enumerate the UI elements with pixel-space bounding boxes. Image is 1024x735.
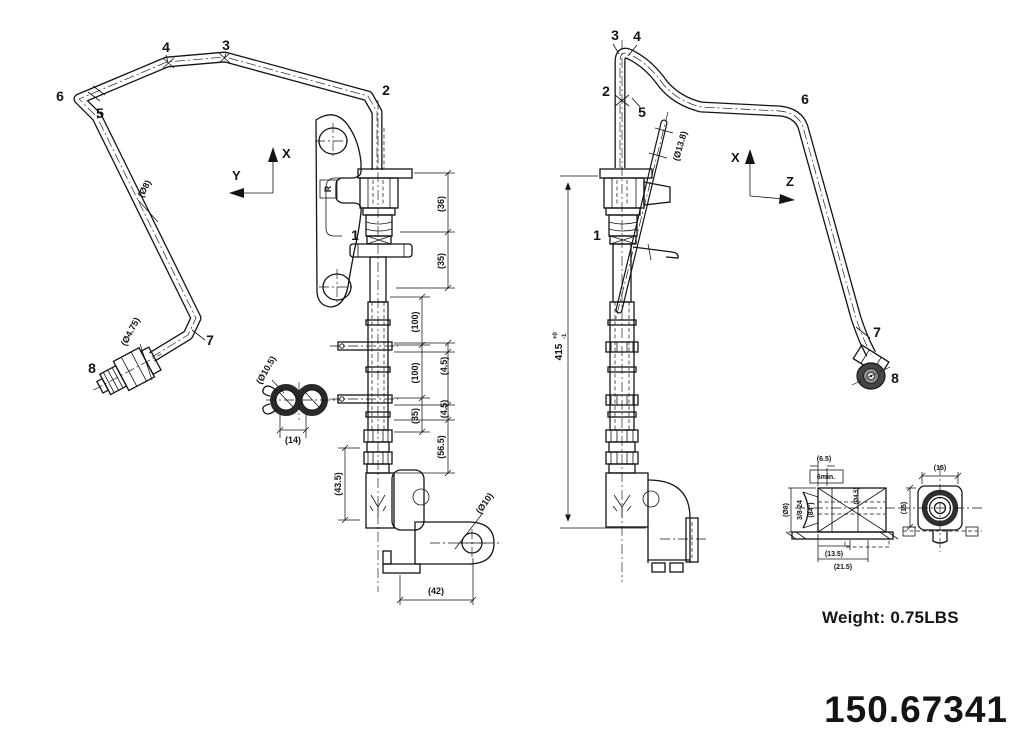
dim-dia8: (Ø8)	[783, 503, 790, 517]
callout-8: 8	[88, 360, 96, 376]
detail-end-view: (15) (15)	[900, 465, 982, 552]
dim-15w: (15)	[934, 465, 946, 472]
bend-mark-3	[218, 52, 231, 64]
callout-5: 5	[96, 105, 104, 121]
dim-bracket-hole: (Ø10)	[474, 491, 495, 516]
orientation-box	[319, 179, 338, 199]
clip-detail: (Ø10.5) (14)	[254, 354, 340, 445]
right-hose-assembly	[599, 40, 706, 582]
weight-label: Weight: 0.75LBS	[822, 608, 959, 627]
dim-tube-dia-ticks	[137, 199, 159, 223]
dim-end-dia-leader	[139, 343, 153, 381]
dim-45-upper: (4.5)	[439, 357, 449, 376]
dim-tube-dia: (Ø8)	[136, 178, 153, 199]
right-axis-z-label: Z	[786, 174, 794, 189]
bend-mark-7r	[855, 326, 871, 339]
dim-100-lower: (100)	[410, 362, 420, 383]
callout-7r: 7	[873, 324, 881, 340]
callout-1r: 1	[593, 227, 601, 243]
dim-clip-dia: (Ø10.5)	[254, 354, 278, 385]
dim-angle: (84°)	[807, 502, 815, 517]
callout-7: 7	[206, 332, 214, 348]
callout-3: 3	[222, 37, 230, 53]
dim-bore: (Ø4.5)	[854, 487, 860, 504]
callout-4: 4	[162, 39, 170, 55]
left-axis-x-label: X	[282, 146, 291, 161]
left-bottom-bracket: (Ø10)	[382, 469, 500, 574]
right-strut: (Ø13.8)	[614, 111, 689, 323]
dim-6min: 6min.	[817, 474, 835, 481]
dim-15h: (15)	[901, 502, 908, 514]
dim-65: (6.5)	[817, 456, 831, 463]
callout-4r: 4	[633, 28, 641, 44]
left-axis-triad: X Y	[229, 146, 291, 198]
bend-mark-5	[87, 85, 106, 102]
callout-2: 2	[382, 82, 390, 98]
callout-6r: 6	[801, 91, 809, 107]
dim-565: (56.5)	[436, 435, 446, 459]
right-tube	[614, 47, 876, 357]
callout-6: 6	[56, 88, 64, 104]
dim-135: (13.5)	[825, 551, 843, 558]
dim-36: (36)	[436, 196, 446, 212]
dim-bracket-hole-leader	[454, 513, 483, 550]
detail-fitting-view: (6.5) 6min. (Ø8) 3/8-24 (84°) (Ø4.5) (13…	[783, 456, 900, 571]
dim-100-upper: (100)	[410, 311, 420, 332]
part-number: 150.67341	[824, 689, 1008, 730]
left-callouts: 1 2 3 4 5 6 7 8	[56, 37, 390, 376]
left-end-fitting	[93, 346, 162, 396]
callout-1: 1	[351, 227, 359, 243]
callout-5r: 5	[638, 104, 646, 120]
dim-thread: 3/8-24	[797, 500, 804, 520]
dim-415-tol-plus: +0	[553, 331, 559, 339]
dim-end-dia: (Ø4.75)	[119, 316, 142, 348]
right-callouts: 1 2 3 4 5 6 7 8	[593, 27, 899, 386]
left-dim-chains: (36) (35) (100) (100) (35) (4.5) (4.5) (…	[333, 169, 477, 605]
left-tube	[73, 51, 383, 362]
callout-2r: 2	[602, 83, 610, 99]
left-hose-assembly	[330, 100, 413, 592]
dim-35-lower: (35)	[410, 408, 420, 424]
callout-8r: 8	[891, 370, 899, 386]
dim-35-upper: (35)	[436, 253, 446, 269]
left-view: (Ø8) (Ø4.75) R	[56, 37, 500, 605]
left-bracket-plate: R	[315, 114, 362, 308]
dim-215: (21.5)	[834, 564, 852, 571]
bend-mark-7	[191, 329, 206, 341]
dim-415: 415	[554, 343, 565, 360]
dim-435: (43.5)	[333, 472, 343, 496]
dim-clip-width: (14)	[285, 435, 301, 445]
right-end-fitting	[851, 344, 891, 390]
right-view: (Ø13.8)	[553, 27, 899, 582]
bend-mark-4	[162, 57, 175, 69]
right-axis-triad: X Z	[731, 149, 795, 204]
right-dim-overall: 415 +0 -1	[553, 175, 646, 529]
dim-42: (42)	[428, 586, 444, 596]
right-axis-x-label: X	[731, 150, 740, 165]
dim-45-lower: (4.5)	[439, 400, 449, 419]
callout-3r: 3	[611, 27, 619, 43]
orientation-label: R	[323, 185, 333, 192]
dim-strut-dia: (Ø13.8)	[671, 130, 689, 162]
left-axis-y-label: Y	[232, 168, 241, 183]
dim-415-tol-minus: -1	[562, 333, 568, 339]
